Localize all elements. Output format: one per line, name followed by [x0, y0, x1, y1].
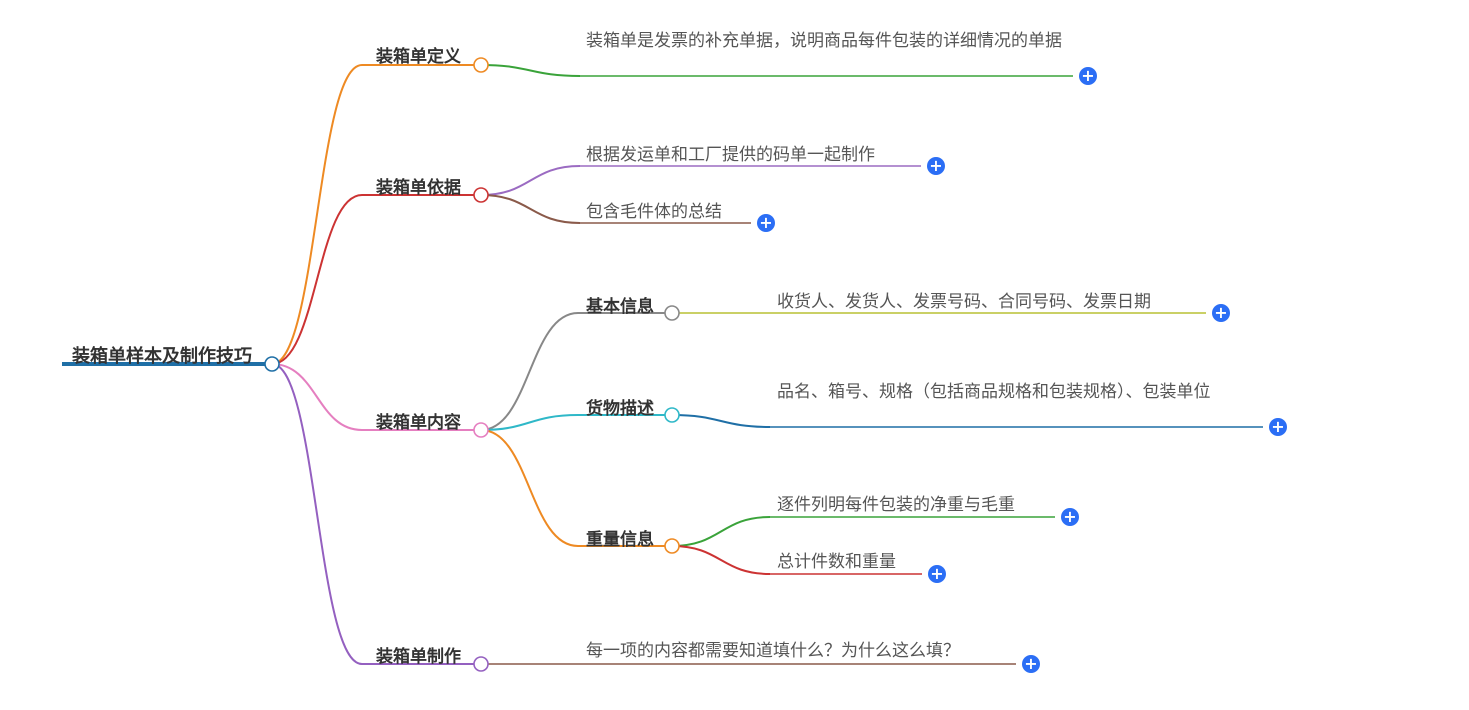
connector-root-making — [271, 363, 363, 665]
connector-weight-leaf-2 — [671, 545, 771, 575]
plus-circle-icon[interactable]: + — [1022, 655, 1040, 673]
connector-root-basis — [271, 194, 363, 365]
leaf-definition-text[interactable]: 装箱单是发票的补充单据，说明商品每件包装的详细情况的单据 — [586, 31, 1062, 51]
root-topic[interactable]: 装箱单样本及制作技巧 — [72, 346, 252, 367]
connector-basis-leaf-1 — [480, 165, 581, 196]
node-circle-basic-info[interactable] — [664, 305, 680, 321]
topic-goods-description[interactable]: 货物描述 — [586, 399, 654, 419]
topic-weight-info[interactable]: 重量信息 — [586, 530, 654, 550]
topic-packing-list-definition[interactable]: 装箱单定义 — [376, 47, 461, 67]
connector-root-definition — [271, 64, 363, 365]
node-circle-content[interactable] — [473, 422, 489, 438]
connector-content-goods — [480, 414, 579, 431]
topic-packing-list-making[interactable]: 装箱单制作 — [376, 647, 461, 667]
connector-basis-leaf-2 — [480, 194, 581, 224]
plus-circle-icon[interactable]: + — [927, 157, 945, 175]
leaf-weight-text-1[interactable]: 逐件列明每件包装的净重与毛重 — [777, 495, 1015, 515]
topic-basic-info[interactable]: 基本信息 — [586, 297, 654, 317]
root-node-circle[interactable] — [264, 356, 280, 372]
leaf-making-text[interactable]: 每一项的内容都需要知道填什么？为什么这么填？ — [586, 641, 960, 661]
connector-weight-leaf-1 — [671, 516, 771, 547]
leaf-basis-text-1[interactable]: 根据发运单和工厂提供的码单一起制作 — [586, 145, 875, 165]
connector-goods-leaf — [671, 414, 771, 428]
plus-circle-icon[interactable]: + — [1212, 304, 1230, 322]
node-circle-goods[interactable] — [664, 407, 680, 423]
leaf-basis-text-2[interactable]: 包含毛件体的总结 — [586, 202, 722, 222]
connector-content-weight — [480, 429, 579, 547]
connector-root-content — [271, 363, 363, 431]
connector-content-basic-info — [480, 312, 579, 431]
plus-circle-icon[interactable]: + — [1269, 418, 1287, 436]
topic-packing-list-content[interactable]: 装箱单内容 — [376, 413, 461, 433]
node-circle-weight[interactable] — [664, 538, 680, 554]
leaf-goods-description-text[interactable]: 品名、箱号、规格（包括商品规格和包装规格）、包装单位 — [777, 382, 1211, 402]
plus-circle-icon[interactable]: + — [1061, 508, 1079, 526]
plus-circle-icon[interactable]: + — [757, 214, 775, 232]
node-circle-definition[interactable] — [473, 57, 489, 73]
leaf-basic-info-text[interactable]: 收货人、发货人、发票号码、合同号码、发票日期 — [777, 292, 1151, 312]
leaf-weight-text-2[interactable]: 总计件数和重量 — [777, 552, 896, 572]
topic-packing-list-basis[interactable]: 装箱单依据 — [376, 178, 461, 198]
node-circle-making[interactable] — [473, 656, 489, 672]
node-circle-basis[interactable] — [473, 187, 489, 203]
connector-definition-leaf — [480, 64, 581, 77]
plus-circle-icon[interactable]: + — [1079, 67, 1097, 85]
plus-circle-icon[interactable]: + — [928, 565, 946, 583]
